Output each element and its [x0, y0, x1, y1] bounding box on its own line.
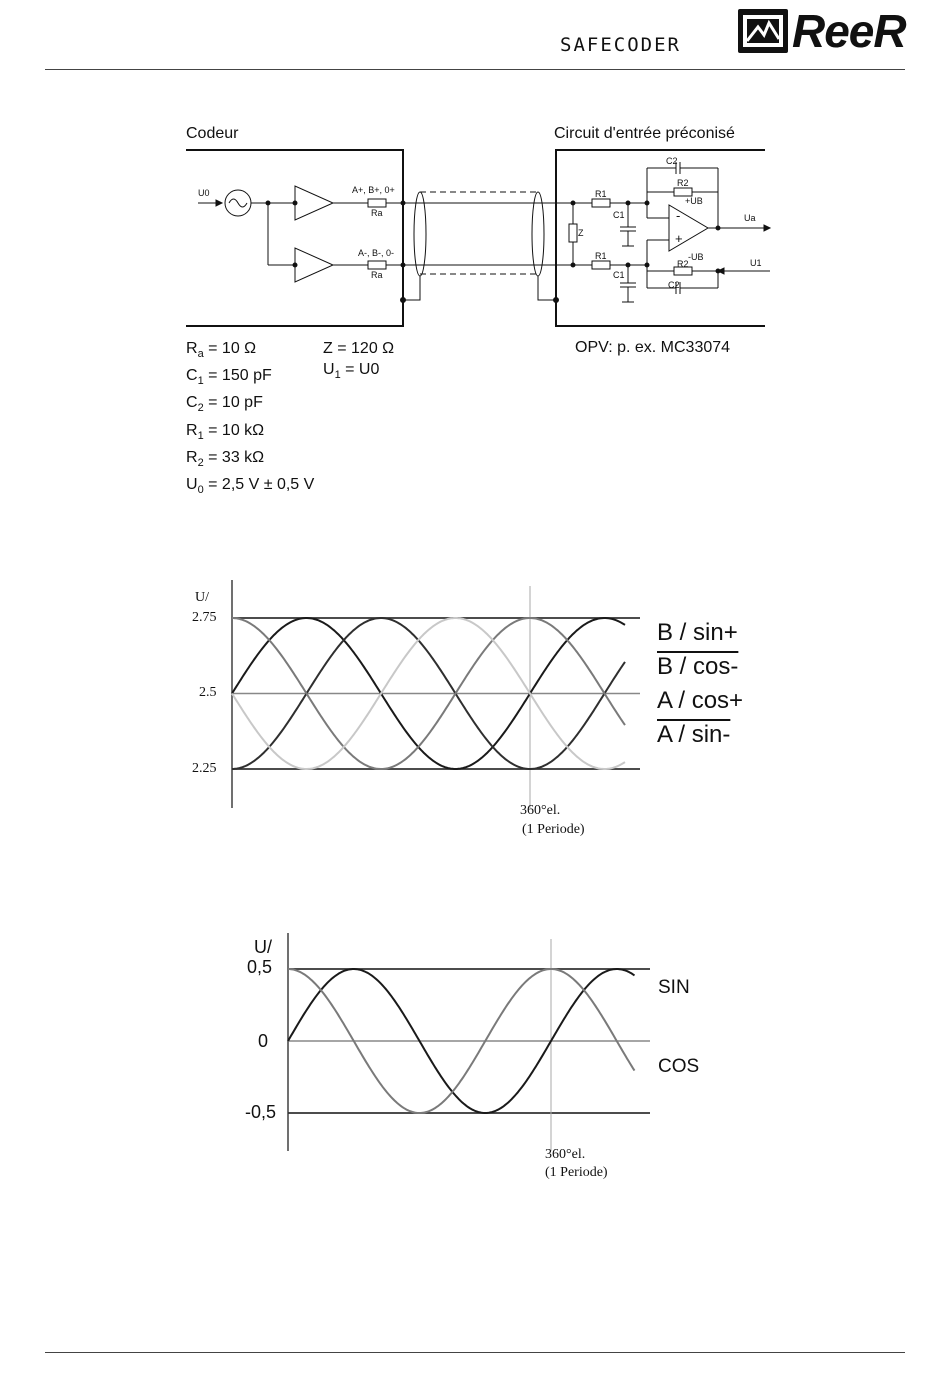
component-value: U0 = 2,5 V ± 0,5 V	[186, 475, 315, 497]
chart2-ylabel: U/	[254, 937, 272, 957]
chart1-period-sublabel: (1 Periode)	[522, 822, 585, 837]
chart1-legend-entry: A / cos+	[657, 687, 744, 714]
chart1-ytick: 2.75	[192, 610, 217, 625]
brand-logo-icon	[738, 9, 788, 53]
opv-note: OPV: p. ex. MC33074	[575, 339, 731, 356]
ra-top-label: Ra	[371, 208, 383, 218]
series-line	[231, 617, 626, 770]
chart2-legend-entry: COS	[658, 1056, 700, 1077]
plus-ub-label: +UB	[685, 196, 703, 206]
component-value: Ra = 10 Ω	[186, 340, 257, 361]
chart1-legend-entry: B / sin+	[657, 619, 738, 646]
footer-divider	[45, 1352, 905, 1353]
brand-name: ReeR	[792, 5, 907, 57]
pos-line-label: A+, B+, 0+	[352, 185, 395, 195]
component-values-list-right: Z = 120 Ω U1 = U0	[323, 338, 394, 386]
chart2-period-sublabel: (1 Periode)	[545, 1165, 608, 1180]
chart1-ytick: 2.25	[192, 761, 217, 776]
series-line	[231, 617, 626, 770]
chart1-period-label: 360°el.	[520, 803, 561, 818]
c2-top-label: C2	[666, 156, 678, 166]
r2-top-label: R2	[677, 178, 689, 188]
encoder-label: Codeur	[186, 125, 239, 142]
chart1-legend-entry: B / cos-	[657, 653, 739, 680]
chart1-legend-entry: A / sin-	[657, 721, 731, 748]
component-value: Z = 120 Ω	[323, 340, 395, 357]
op-plus-label: +	[675, 231, 683, 246]
chart1-ylabel: U/	[195, 590, 209, 605]
component-value: R2 = 33 kΩ	[186, 448, 265, 469]
r1-top-label: R1	[595, 189, 607, 199]
c2-bottom-label: C2	[668, 280, 680, 290]
component-value: C1 = 150 pF	[186, 367, 272, 388]
c1-bottom-label: C1	[613, 270, 625, 280]
ua-label: Ua	[744, 213, 756, 223]
chart-differential-signals	[287, 933, 650, 1151]
series-line	[288, 968, 636, 1114]
product-name: SAFECODER	[560, 34, 681, 56]
component-values-list: Ra = 10 Ω C1 = 150 pF C2 = 10 pF R1 = 10 kΩ…	[186, 338, 314, 501]
input-circuit-label: Circuit d'entrée préconisé	[554, 125, 735, 142]
chart2-ytick: -0,5	[245, 1102, 277, 1122]
header-divider	[45, 69, 905, 70]
chart2-ytick: 0	[258, 1031, 269, 1051]
series-line	[287, 968, 636, 1114]
component-value: R1 = 10 kΩ	[186, 421, 265, 442]
op-minus-label: -	[676, 208, 681, 223]
circuit-schematic	[186, 149, 772, 327]
chart1-ytick: 2.5	[199, 685, 217, 700]
component-value: C2 = 10 pF	[186, 394, 263, 415]
neg-line-label: A-, B-, 0-	[358, 248, 395, 258]
chart2-legend-entry: SIN	[658, 977, 690, 998]
series-line	[232, 617, 626, 770]
z-label: Z	[578, 228, 584, 238]
component-value: U1 = U0	[323, 361, 380, 382]
ra-bottom-label: Ra	[371, 270, 383, 280]
u1-label: U1	[750, 258, 762, 268]
chart-4-phase-signals	[231, 580, 640, 808]
source-label: U0	[198, 188, 210, 198]
r2-bottom-label: R2	[677, 259, 689, 269]
chart2-ytick: 0,5	[247, 957, 273, 977]
chart2-period-label: 360°el.	[545, 1147, 586, 1162]
c1-top-label: C1	[613, 210, 625, 220]
r1-bottom-label: R1	[595, 251, 607, 261]
minus-ub-label: -UB	[688, 252, 704, 262]
series-line	[232, 617, 626, 770]
